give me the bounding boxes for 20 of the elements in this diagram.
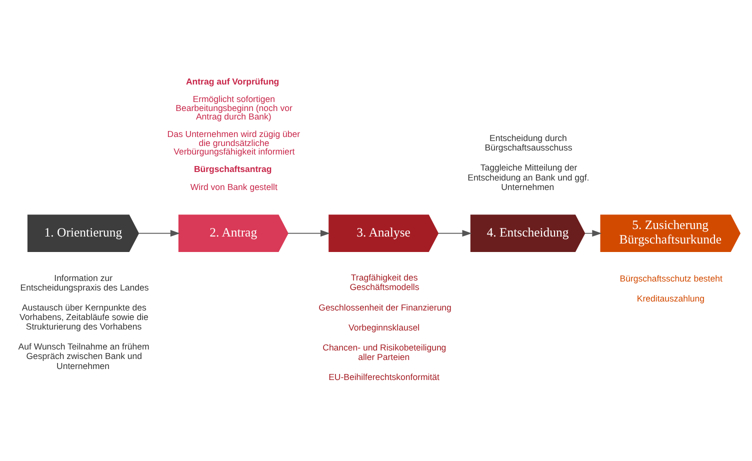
node-label: Bürgschaftsschutz besteht bbox=[620, 273, 722, 284]
node-label: Tragfähigkeit des Geschäftsmodells bbox=[350, 272, 420, 292]
node-label: Information zur Entscheidungspraxis des Landes bbox=[20, 272, 149, 292]
node-label: Bürgschaftsantrag bbox=[194, 164, 272, 174]
node-label: Das Unternehmen wird zügig über die grundsätzliche Verbürgungsfähigkeit informiert bbox=[167, 129, 300, 157]
node-label: Taggleiche Mitteilung der Entscheidung an Bank und ggf. Unternehmen bbox=[468, 162, 590, 192]
node-label: Wird von Bank gestellt bbox=[190, 182, 278, 192]
arrow bbox=[138, 230, 180, 237]
arrow bbox=[438, 230, 472, 237]
node-label: Entscheidung durch Bürgschaftsausschuss bbox=[484, 133, 572, 153]
node-label: Auf Wunsch Teilnahme an frühem Gespräch zwischen Bank und Unternehmen bbox=[18, 342, 150, 371]
node-label: Kreditauszahlung bbox=[636, 293, 705, 304]
node-label: Geschlossenheit der Finanzierung bbox=[318, 302, 452, 312]
node-label: Vorbeginnsklausel bbox=[348, 322, 420, 332]
node-label: EU-Beihilferechtskonformität bbox=[328, 372, 440, 382]
node-label: Ermöglicht sofortigen Bearbeitungsbeginn (noch vor Antrag durch Bank) bbox=[176, 94, 292, 122]
node-label: Antrag auf Vorprüfung bbox=[186, 76, 280, 87]
node-label: Chancen- und Risikobeteiligung aller Parteien bbox=[322, 342, 446, 362]
node-label: Austausch über Kernpunkte des Vorhabens, Zeitabläufe sowie die Strukturierung des Vorhabens bbox=[19, 302, 148, 332]
arrow bbox=[288, 230, 330, 237]
